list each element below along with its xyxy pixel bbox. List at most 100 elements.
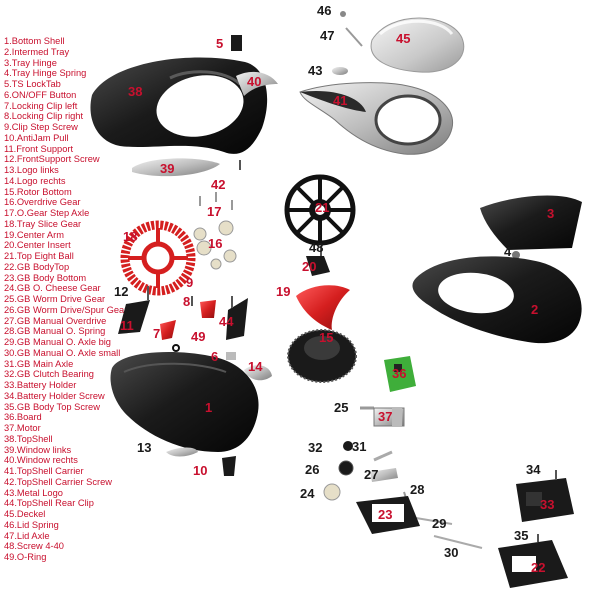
part-8-locking-clip-right — [200, 300, 216, 318]
callout-23: 23 — [378, 507, 392, 522]
callout-45: 45 — [396, 31, 410, 46]
part-11-front-support — [118, 300, 150, 334]
legend-entry-7: 7.Locking Clip left — [4, 100, 78, 111]
callout-44: 44 — [219, 314, 234, 329]
part-4-tray-hinge-spring — [512, 251, 520, 259]
part-33-battery-holder — [516, 478, 574, 522]
part-18-tray-slice-gear — [120, 220, 196, 296]
callout-2: 2 — [531, 302, 538, 317]
legend-entry-45: 45.Deckel — [4, 509, 46, 519]
callout-5: 5 — [216, 36, 223, 51]
legend-entry-24: 24.GB O. Cheese Gear — [4, 283, 101, 294]
legend-entry-12: 12.FrontSupport Screw — [4, 154, 100, 165]
legend-entry-48: 48.Screw 4-40 — [4, 541, 64, 552]
legend-entry-13: 13.Logo links — [4, 165, 59, 175]
callout-21: 21 — [315, 200, 329, 215]
callout-33: 33 — [540, 497, 554, 512]
legend-entry-11: 11.Front Support — [4, 143, 74, 154]
part-15-rotor-bottom — [287, 329, 357, 383]
legend-entry-35: 35.GB Body Top Screw — [4, 401, 100, 412]
legend-entry-25: 25.GB Worm Drive Gear — [4, 294, 106, 304]
part-30-manual-axle-small — [433, 535, 483, 549]
legend-entry-10: 10.AntiJam Pull — [4, 132, 69, 143]
legend-entry-15: 15.Rotor Bottom — [4, 186, 72, 197]
callout-1: 1 — [205, 400, 212, 415]
legend-entry-19: 19.Center Arm — [4, 229, 64, 240]
callout-42: 42 — [211, 177, 225, 192]
part-23-body-bottom — [356, 496, 420, 534]
part-26-spur-gear — [338, 460, 354, 476]
callout-49: 49 — [191, 329, 205, 344]
callout-11: 11 — [120, 318, 134, 333]
part-5-lock-tab — [231, 35, 242, 51]
part-38-topshell — [90, 57, 268, 154]
callout-7: 7 — [153, 326, 160, 341]
callout-28: 28 — [410, 482, 424, 497]
callout-25: 25 — [334, 400, 348, 415]
legend-entry-26: 26.GB Worm Drive/Spur Gear — [4, 304, 128, 315]
legend-entry-38: 38.TopShell — [4, 433, 53, 444]
callout-6: 6 — [211, 349, 218, 364]
part-20-center-insert — [306, 256, 330, 276]
callout-3: 3 — [547, 206, 554, 221]
legend-entry-27: 27.GB Manual Overdrive — [4, 315, 107, 326]
callout-30: 30 — [444, 545, 458, 560]
callout-17: 17 — [207, 204, 221, 219]
legend-entry-20: 20.Center Insert — [4, 240, 71, 251]
callout-37: 37 — [378, 409, 392, 424]
callout-9: 9 — [186, 275, 193, 290]
callout-19: 19 — [276, 284, 290, 299]
callout-38: 38 — [128, 84, 142, 99]
legend-entry-30: 30.GB Manual O. Axle small — [4, 347, 121, 358]
callout-29: 29 — [432, 516, 446, 531]
legend-entry-23: 23.GB Body Bottom — [4, 272, 87, 283]
part-31-main-axle — [373, 450, 393, 462]
callout-27: 27 — [364, 467, 378, 482]
callout-40: 40 — [247, 74, 261, 89]
callout-43: 43 — [308, 63, 322, 78]
part-49-o-ring — [172, 344, 180, 352]
part-2-intermed-tray — [412, 256, 582, 344]
part-41-topshell-carrier — [299, 82, 454, 155]
legend-entry-41: 41.TopShell Carrier — [4, 466, 84, 476]
legend-entry-5: 5.TS LockTab — [4, 79, 61, 89]
legend-entry-34: 34.Battery Holder Screw — [4, 390, 105, 401]
callout-34: 34 — [526, 462, 541, 477]
legend-entry-9: 9.Clip Step Screw — [4, 122, 78, 132]
part-19-center-arm — [296, 285, 350, 330]
callout-16: 16 — [208, 236, 222, 251]
callout-4: 4 — [504, 244, 512, 259]
legend-entry-47: 47.Lid Axle — [4, 530, 50, 541]
part-46-lid-spring — [340, 11, 346, 17]
callout-22: 22 — [531, 560, 545, 575]
part-16-overdrive-gears — [193, 220, 237, 270]
callout-31: 31 — [352, 439, 366, 454]
legend-entry-37: 37.Motor — [4, 423, 41, 433]
legend-entry-17: 17.O.Gear Step Axle — [4, 208, 90, 218]
callout-48: 48 — [309, 240, 323, 255]
legend-entry-3: 3.Tray Hinge — [4, 57, 57, 68]
legend-entry-28: 28.GB Manual O. Spring — [4, 326, 106, 337]
part-14-logo-right — [244, 365, 272, 381]
part-1-bottom-shell — [110, 352, 259, 452]
callout-46: 46 — [317, 3, 331, 18]
legend-entry-49: 49.O-Ring — [4, 552, 47, 562]
callout-20: 20 — [302, 259, 316, 274]
callout-12: 12 — [114, 284, 128, 299]
part-39-window-left — [132, 158, 220, 177]
part-22-body-top — [498, 540, 568, 588]
callout-36: 36 — [392, 366, 406, 381]
callout-41: 41 — [333, 93, 347, 108]
legend-entry-8: 8.Locking Clip right — [4, 111, 84, 122]
part-13-logo-left — [166, 447, 198, 457]
legend-entry-21: 21.Top Eight Ball — [4, 251, 74, 261]
part-6-onoff-button — [226, 352, 236, 360]
part-17-step-axle — [199, 192, 233, 210]
legend-entry-40: 40.Window rechts — [4, 455, 78, 466]
callout-8: 8 — [183, 294, 190, 309]
callout-13: 13 — [137, 440, 151, 455]
part-21-top-eight-ball — [284, 174, 356, 246]
parts-legend: 1.Bottom Shell 2.Intermed Tray 3.Tray Hi… — [4, 36, 154, 563]
part-7-locking-clip-left — [160, 320, 176, 340]
